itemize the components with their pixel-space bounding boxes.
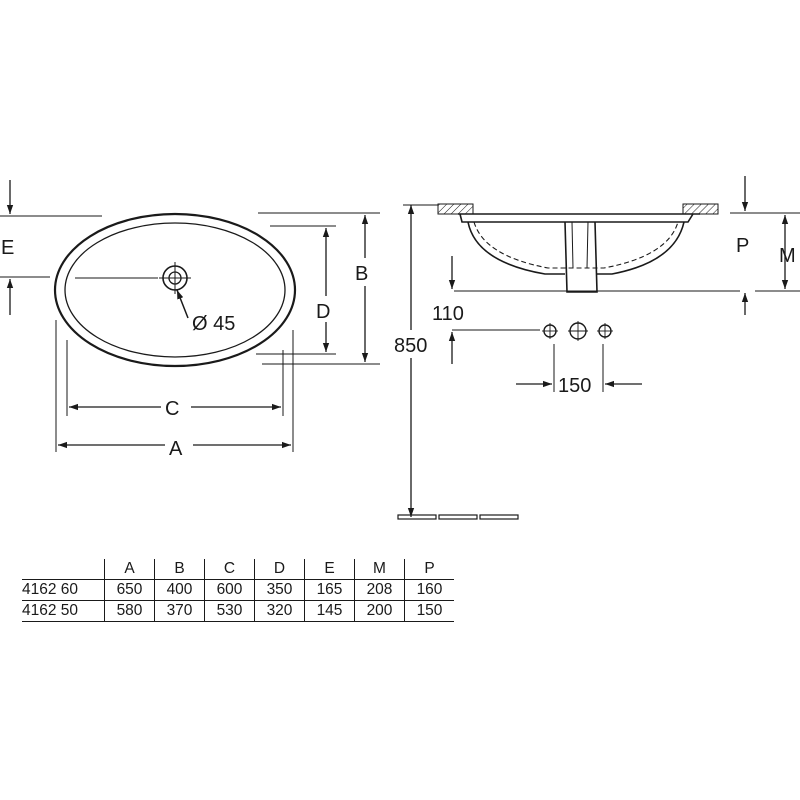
table-cell: 200: [354, 600, 405, 622]
tap-hole-center: [568, 321, 588, 341]
table-cell: 145: [304, 600, 355, 622]
basin-rim-profile: [458, 213, 700, 223]
dimension-table: A B C D E M P 4162 60 650 400 600 350 16…: [22, 559, 454, 622]
table-cell: 600: [204, 579, 255, 601]
table-cell: 208: [354, 579, 405, 601]
table-cell: 350: [254, 579, 305, 601]
basin-outer-rim: [53, 212, 297, 368]
top-view: [0, 180, 380, 452]
table-cell-model: 4162 60: [22, 579, 105, 601]
table-header-model: [22, 559, 105, 580]
drain-icon: [159, 262, 191, 294]
drain-leader: [176, 289, 189, 319]
table-cell: 530: [204, 600, 255, 622]
label-a: A: [169, 438, 183, 460]
basin-inner-rim: [64, 222, 286, 358]
table-header-e: E: [304, 559, 355, 580]
table-header-row: A B C D E M P: [22, 559, 454, 580]
table-header-a: A: [104, 559, 155, 580]
label-d: D: [316, 301, 330, 323]
table-cell: 370: [154, 600, 205, 622]
countertop-left: [437, 203, 474, 215]
table-cell: 580: [104, 600, 155, 622]
table-cell: 165: [304, 579, 355, 601]
label-p: P: [736, 235, 749, 257]
table-cell: 650: [104, 579, 155, 601]
table-cell-model: 4162 50: [22, 600, 105, 622]
table-header-d: D: [254, 559, 305, 580]
label-850: 850: [394, 335, 427, 357]
label-c: C: [165, 398, 179, 420]
table-header-m: M: [354, 559, 405, 580]
table-row: 4162 60 650 400 600 350 165 208 160: [22, 579, 454, 601]
drain-outlet: [564, 221, 598, 293]
countertop-right: [682, 203, 719, 215]
label-150: 150: [558, 375, 591, 397]
label-e: E: [1, 237, 14, 259]
table-cell: 150: [404, 600, 454, 622]
tap-hole-left: [542, 323, 558, 339]
table-cell: 320: [254, 600, 305, 622]
tap-hole-right: [597, 323, 613, 339]
table-header-p: P: [404, 559, 454, 580]
label-110: 110: [432, 303, 464, 325]
basin-bowl-profile: [467, 221, 685, 275]
table-row: 4162 50 580 370 530 320 145 200 150: [22, 600, 454, 622]
label-drain-diameter: Ø 45: [192, 313, 235, 335]
label-b: B: [355, 263, 368, 285]
table-header-b: B: [154, 559, 205, 580]
floor-line: [397, 514, 519, 520]
side-view: [397, 176, 800, 520]
table-cell: 160: [404, 579, 454, 601]
label-m: M: [779, 245, 796, 267]
table-cell: 400: [154, 579, 205, 601]
table-header-c: C: [204, 559, 255, 580]
